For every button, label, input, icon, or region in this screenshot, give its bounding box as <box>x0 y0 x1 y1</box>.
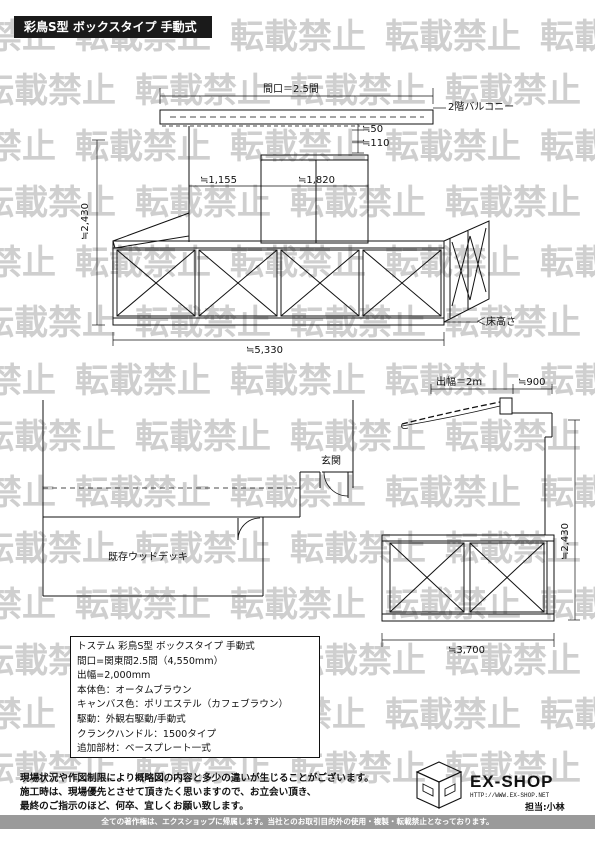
watermark-text: 転載禁止 <box>540 243 595 283</box>
page-title: 彩鳥S型 ボックスタイプ 手動式 <box>14 16 212 38</box>
watermark-text: 転載禁止 <box>0 127 56 167</box>
copyright-footer: 全ての著作権は、エクスショップに帰属します。当社とのお取引目的外の使用・複製・転… <box>0 815 595 829</box>
spec-box: トステム 彩鳥S型 ボックスタイプ 手動式 間口=関東間2.5間（4,550mm… <box>70 636 320 758</box>
plan-view <box>42 400 354 597</box>
watermark-text: 転載禁止 <box>290 303 426 343</box>
spec-line: 間口=関東間2.5間（4,550mm） <box>77 655 224 667</box>
offset-900-label: ≒900 <box>518 377 546 388</box>
watermark-text: 転載禁止 <box>0 361 56 401</box>
watermark-text: 転載禁止 <box>445 183 581 223</box>
watermark-text: 転載禁止 <box>135 183 271 223</box>
watermark-text: 転載禁止 <box>540 17 595 57</box>
watermark-text: 転載禁止 <box>540 473 595 513</box>
spec-line: 本体色：オータムブラウン <box>77 684 192 696</box>
watermark-text: 転載禁止 <box>0 71 116 111</box>
brand-name: EX-SHOP <box>470 772 554 791</box>
ex-shop-cube-icon <box>415 761 463 809</box>
watermark-text: 転載禁止 <box>135 417 271 457</box>
notice-line: 最終のご指示のほど、何卒、宜しくお願い致します。 <box>20 801 249 812</box>
watermark-text: 転載禁止 <box>290 529 426 569</box>
watermark-text: 転載禁止 <box>0 585 56 625</box>
watermark-text: 転載禁止 <box>385 585 521 625</box>
watermark-text: 転載禁止 <box>540 695 595 735</box>
offset-50-label: ≒50 <box>362 124 384 135</box>
watermark-text: 転載禁止 <box>445 749 581 789</box>
front-height-label: ≒2,430 <box>80 202 91 240</box>
watermark-text: 転載禁止 <box>445 71 581 111</box>
watermark-text: 転載禁止 <box>75 585 211 625</box>
spec-line: クランクハンドル：1500タイプ <box>77 728 217 740</box>
watermark-text: 転載禁止 <box>445 417 581 457</box>
watermark-text: 転載禁止 <box>385 17 521 57</box>
offset-110-label: ≒110 <box>362 138 390 149</box>
watermark-text: 転載禁止 <box>0 417 116 457</box>
watermark-text: 転載禁止 <box>290 183 426 223</box>
watermark-text: 転載禁止 <box>540 585 595 625</box>
watermark-text: 転載禁止 <box>75 473 211 513</box>
watermark-text: 転載禁止 <box>230 361 366 401</box>
watermark-text: 転載禁止 <box>290 71 426 111</box>
watermark-text: 転載禁止 <box>75 361 211 401</box>
person-in-charge: 担当:小林 <box>525 803 565 813</box>
watermark-text: 転載禁止 <box>0 695 56 735</box>
watermark-text: 転載禁止 <box>135 71 271 111</box>
projection-label: 出幅＝2m <box>436 377 483 388</box>
spec-line: 追加部材：ベースプレート一式 <box>77 743 211 755</box>
spec-line: トステム 彩鳥S型 ボックスタイプ 手動式 <box>77 641 255 652</box>
side-height-label: ≒2,430 <box>560 522 571 560</box>
side-width-label: ≒3,700 <box>448 645 486 656</box>
front-elevation <box>92 88 490 346</box>
dim-door-label: ≒1,820 <box>298 175 336 186</box>
watermark-text: 転載禁止 <box>385 473 521 513</box>
watermark-text: 転載禁止 <box>540 361 595 401</box>
floor-height-label: ＜床高さ <box>476 317 516 328</box>
balcony-label: 2階バルコニー <box>448 102 515 113</box>
total-width-label: ≒5,330 <box>246 345 284 356</box>
watermark-text: 転載禁止 <box>540 127 595 167</box>
watermark-text: 転載禁止 <box>385 361 521 401</box>
brand-url: HTTP://WWW.EX-SHOP.NET <box>470 792 550 799</box>
watermark-text: 転載禁止 <box>0 243 56 283</box>
notice-text: 現場状況や作図制限により概略図の内容と多少の違いが生じることがございます。 施工… <box>20 772 410 814</box>
watermark-text: 転載禁止 <box>75 127 211 167</box>
spec-line: 出幅=2,000mm <box>77 670 151 682</box>
watermark-text: 転載禁止 <box>230 473 366 513</box>
watermark-text: 転載禁止 <box>445 641 581 681</box>
watermark-text: 転載禁止 <box>230 17 366 57</box>
front-width-label: 間口＝2.5間 <box>263 84 319 95</box>
notice-line: 現場状況や作図制限により概略図の内容と多少の違いが生じることがございます。 <box>20 773 374 784</box>
watermark-text: 転載禁止 <box>135 529 271 569</box>
watermark-text: 転載禁止 <box>0 529 116 569</box>
spec-line: 駆動：外観右駆動/手動式 <box>77 713 186 725</box>
side-elevation <box>381 384 580 647</box>
notice-line: 施工時は、現場優先とさせて頂きたく思いますので、お立会い頂き、 <box>20 787 317 798</box>
watermark-text: 転載禁止 <box>0 473 56 513</box>
dim-left-label: ≒1,155 <box>200 175 238 186</box>
spec-line: キャンバス色：ポリエステル（カフェブラウン） <box>77 699 289 711</box>
entrance-label: 玄関 <box>321 456 341 467</box>
watermark-text: 転載禁止 <box>135 303 271 343</box>
watermark-text: 転載禁止 <box>385 695 521 735</box>
wood-deck-label: 既存ウッドデッキ <box>108 552 188 563</box>
watermark-text: 転載禁止 <box>230 585 366 625</box>
watermark-text: 転載禁止 <box>445 529 581 569</box>
watermark-text: 転載禁止 <box>385 127 521 167</box>
